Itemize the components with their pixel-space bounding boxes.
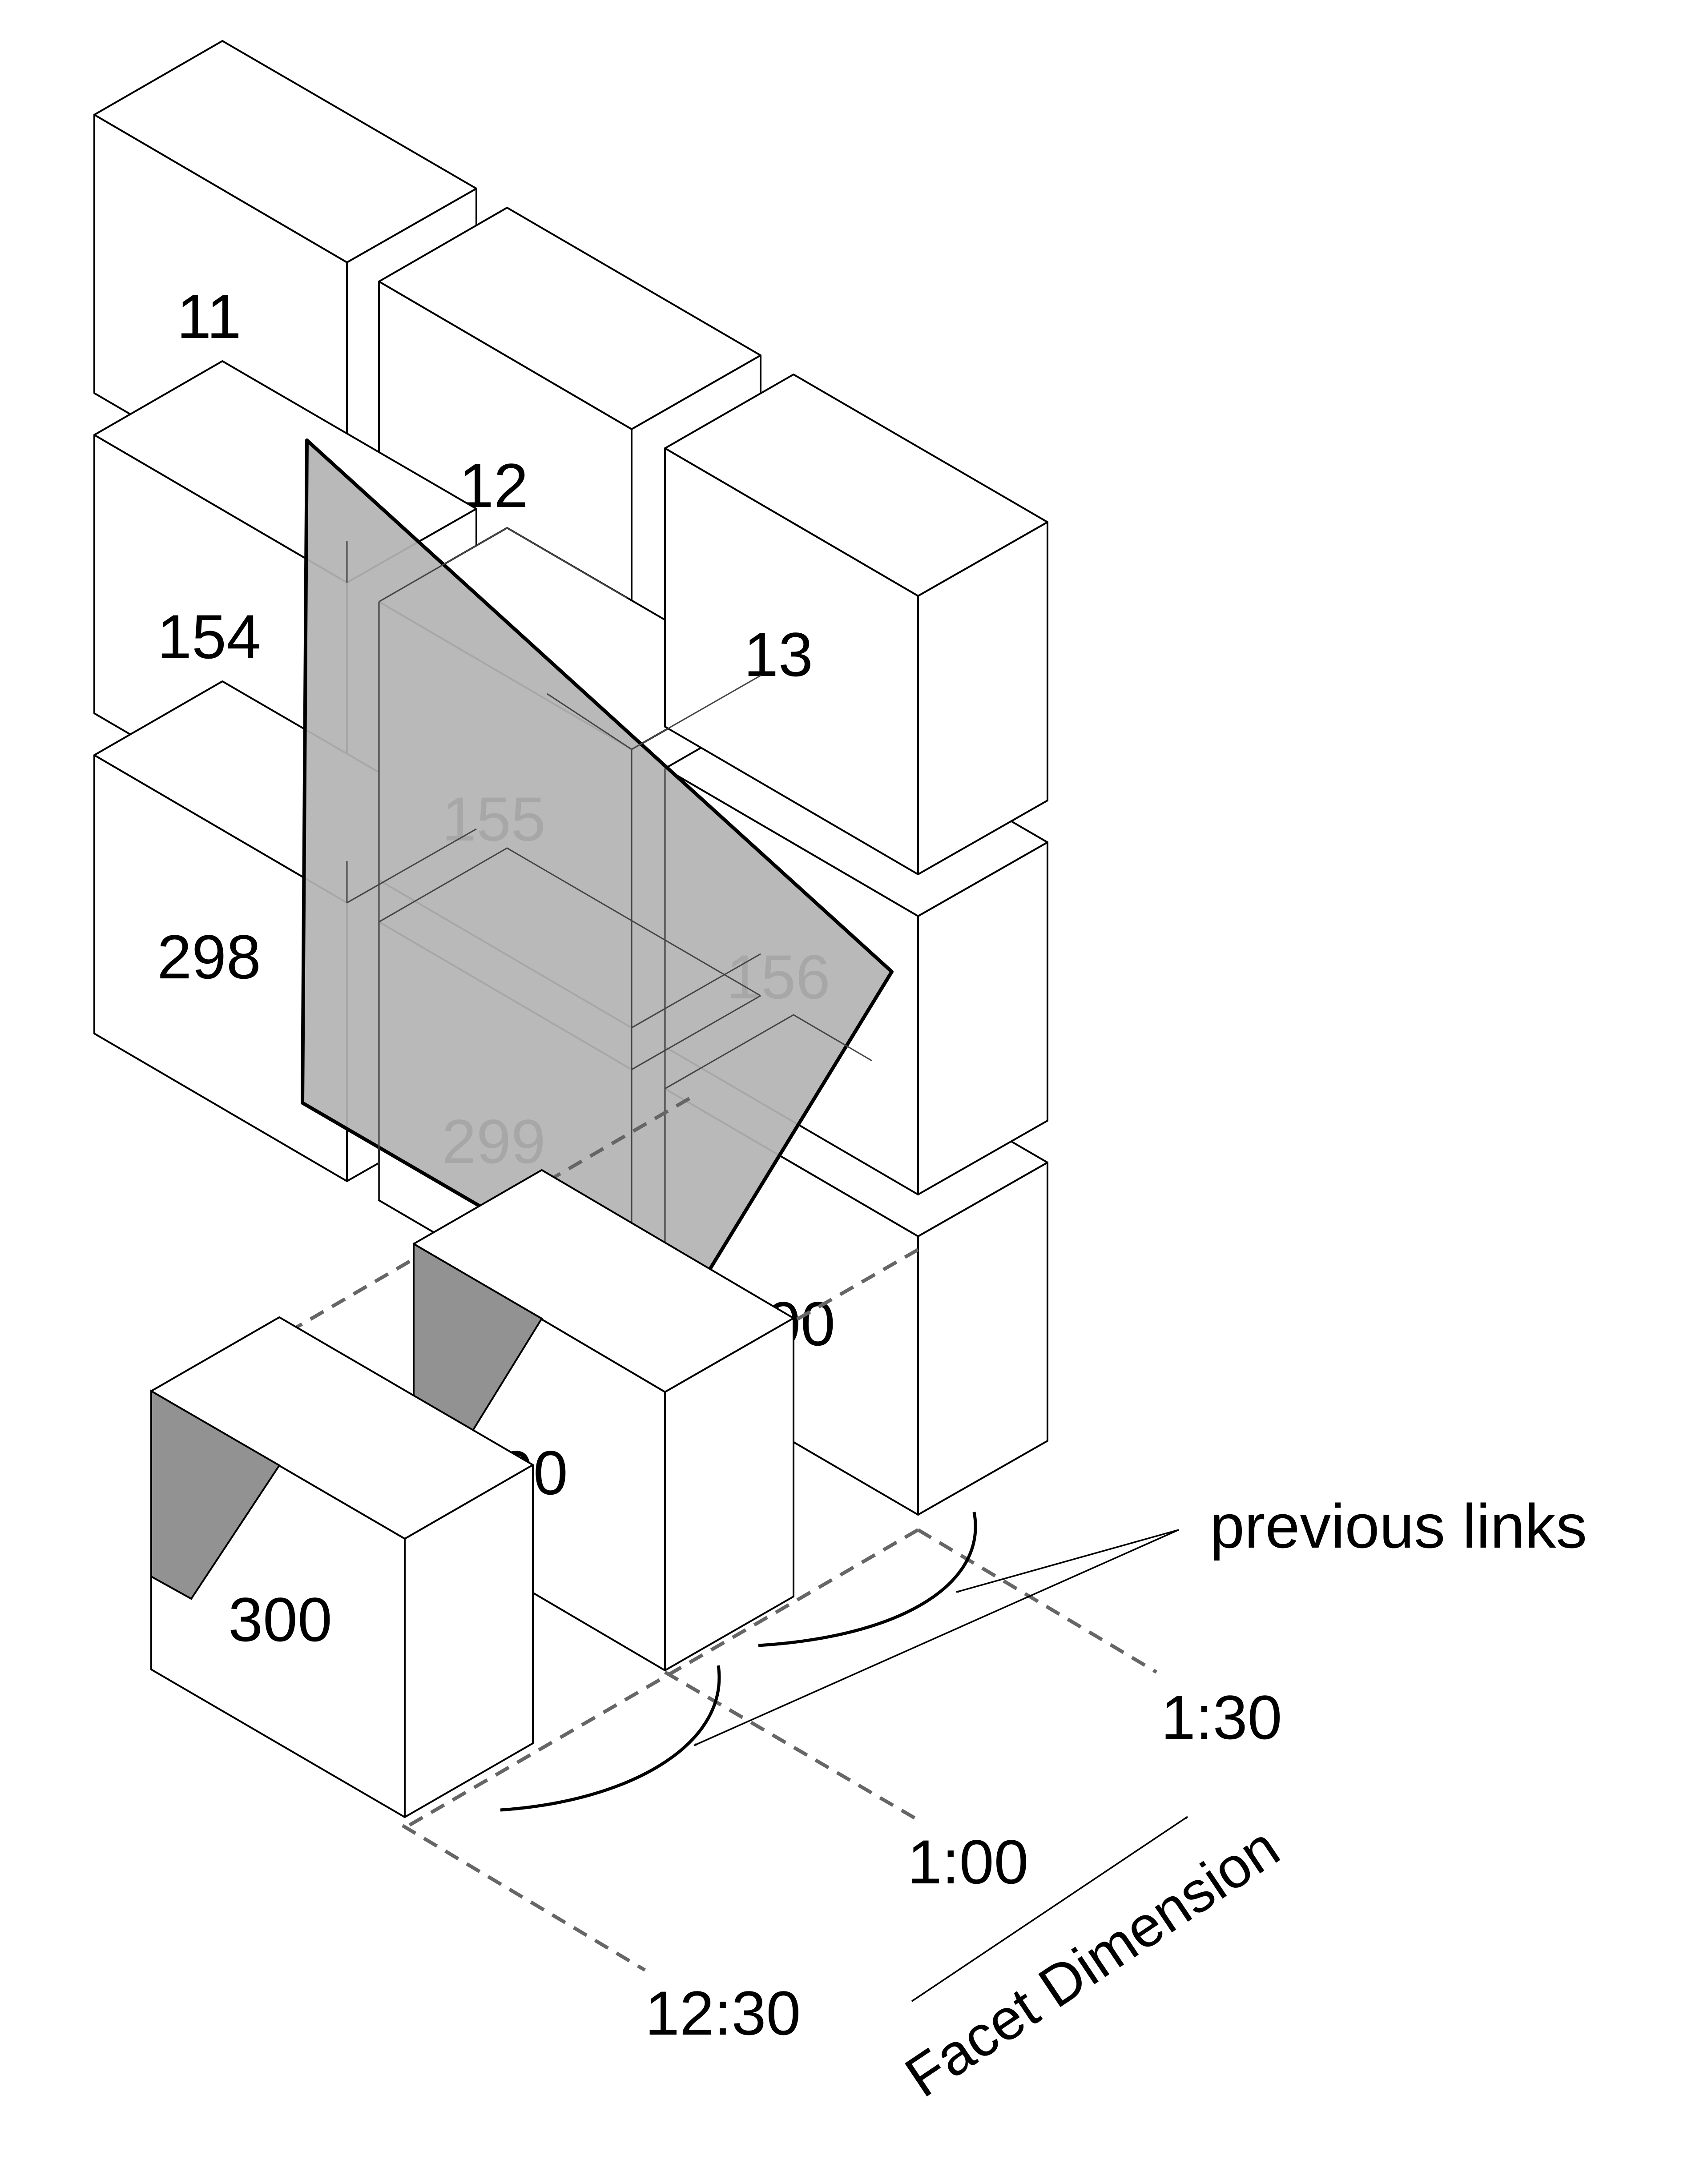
cube-300-front: 300 <box>150 1316 534 1818</box>
time-label-1-30: 1:30 <box>1161 1682 1282 1752</box>
cube-300-middle: 300 <box>413 1169 794 1671</box>
cell-label-298: 298 <box>157 922 261 992</box>
cell-label-11: 11 <box>177 282 241 351</box>
cell-label-13: 13 <box>744 619 813 689</box>
previous-links-label: previous links <box>1210 1491 1587 1561</box>
facet-dimension-arrow <box>911 1816 1188 2002</box>
cell-label-154: 154 <box>157 602 261 672</box>
previous-link-arrows <box>500 1512 1179 1812</box>
time-label-1-00: 1:00 <box>907 1827 1028 1897</box>
cell-label-300-front: 300 <box>228 1585 332 1654</box>
slice-plane-hidden-edges <box>346 527 872 1367</box>
cube-300-front-cut <box>150 1389 281 1600</box>
cube-13: 13 <box>664 374 1048 875</box>
time-label-12-30: 12:30 <box>645 1978 801 2048</box>
